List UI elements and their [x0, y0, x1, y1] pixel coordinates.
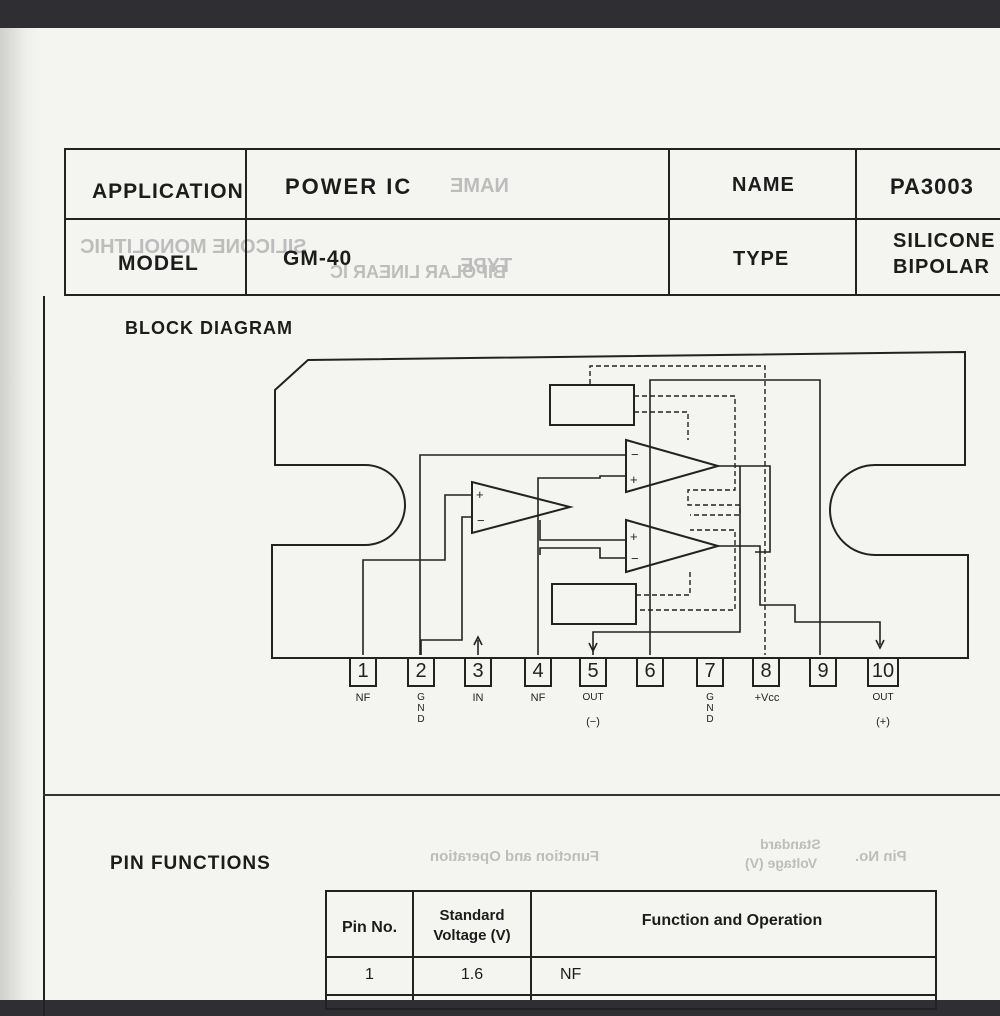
pin-col-header-function: Function and Operation — [641, 912, 823, 929]
pin-number-4: 4 — [532, 660, 544, 682]
pin-number-5: 5 — [587, 660, 599, 682]
pin-number-7: 7 — [704, 660, 716, 682]
pin-table-col-divider-1 — [412, 890, 414, 1000]
pin-col-header-voltage-1: Standard — [439, 907, 505, 924]
model-value: GM-40 — [283, 247, 353, 270]
pin-row-1-voltage: 1.6 — [460, 966, 484, 983]
pin-table-col-divider-2 — [530, 890, 532, 1000]
header-col-divider-1 — [245, 148, 247, 296]
pin-number-1: 1 — [357, 660, 369, 682]
pin-col-header-voltage-2: Voltage (V) — [433, 927, 511, 944]
pin-col-header-pinno: Pin No. — [341, 919, 398, 936]
pin-row-1-pin: 1 — [365, 966, 374, 983]
page-edge-shadow — [0, 28, 38, 1000]
pin-number-10: 10 — [871, 660, 895, 682]
pin-sub-5: (−) — [586, 716, 600, 728]
type-value-line1: SILICONE — [893, 230, 996, 252]
pin-table-header-divider — [325, 956, 937, 958]
name-value: PA3003 — [890, 174, 974, 199]
type-value-line2: BIPOLAR — [893, 256, 990, 278]
pin-number-8: 8 — [760, 660, 772, 682]
pin-functions-title: PIN FUNCTIONS — [110, 853, 271, 874]
model-label: MODEL — [118, 252, 199, 275]
application-label: APPLICATION — [92, 180, 244, 203]
pin-label-3: IN — [472, 692, 484, 704]
pin-label-8: +Vcc — [754, 692, 780, 704]
header-col-divider-2 — [668, 148, 670, 296]
pin-label-1: NF — [355, 692, 371, 704]
type-label: TYPE — [733, 248, 790, 270]
pin-number-2: 2 — [415, 660, 427, 682]
application-value: POWER IC — [285, 174, 413, 199]
pin-row-1-function: NF — [560, 966, 582, 983]
pin-table-row-divider — [325, 994, 937, 996]
header-row-divider — [64, 218, 1000, 220]
section-divider — [43, 794, 1000, 796]
pin-number-3: 3 — [472, 660, 484, 682]
block-diagram-title: BLOCK DIAGRAM — [125, 318, 293, 338]
header-table — [64, 148, 1000, 296]
content-frame — [43, 296, 1000, 1016]
pin-label-7: GND — [706, 692, 714, 725]
pin-number-9: 9 — [817, 660, 829, 682]
pin-label-10: OUT — [872, 692, 894, 703]
pin-label-2: GND — [417, 692, 425, 725]
pin-label-5: OUT — [582, 692, 604, 703]
pin-number-6: 6 — [644, 660, 656, 682]
pin-label-4: NF — [530, 692, 546, 704]
name-label: NAME — [732, 174, 795, 196]
header-col-divider-3 — [855, 148, 857, 296]
pin-sub-10: (+) — [876, 716, 890, 728]
